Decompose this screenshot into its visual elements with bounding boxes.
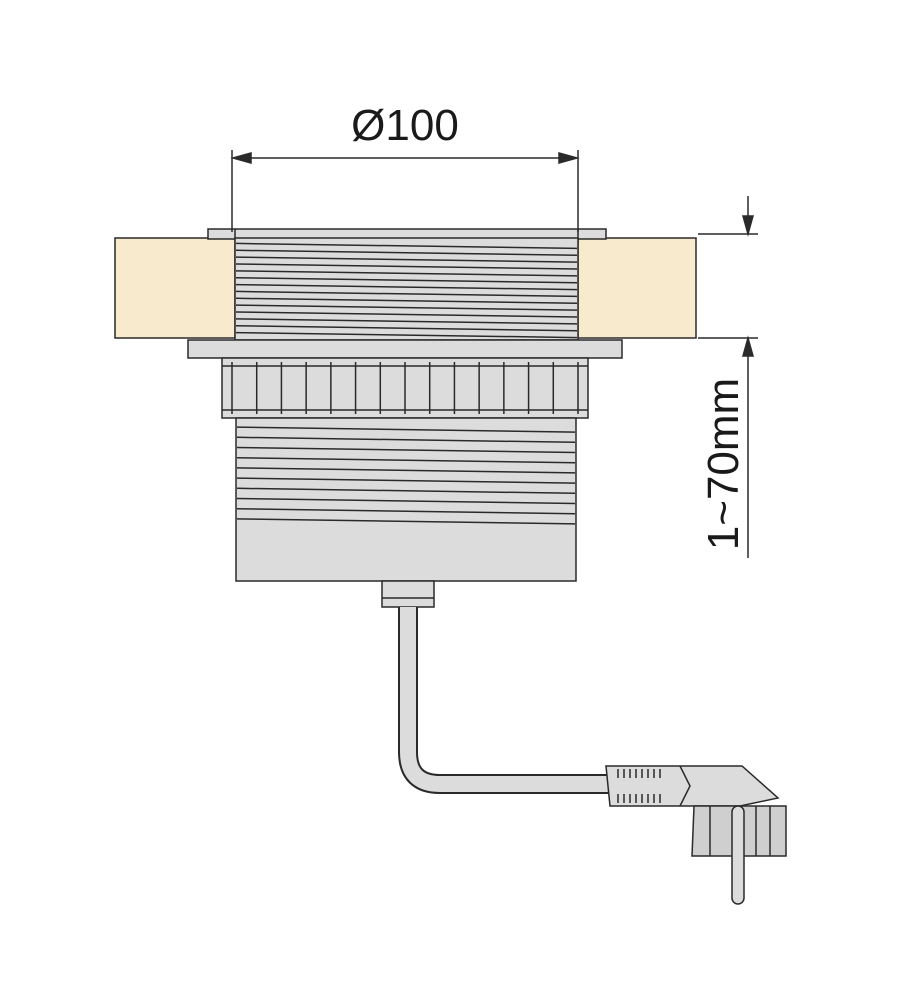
worktop (114, 237, 697, 339)
thread-line (235, 283, 578, 291)
thread-line (236, 497, 576, 505)
thread-line (236, 446, 576, 454)
knurled-nut (221, 357, 589, 419)
plug-pin (731, 805, 745, 905)
thread-line (236, 436, 576, 444)
thread-line (236, 456, 576, 464)
thread-line (235, 290, 578, 298)
upper-threaded-body (234, 237, 579, 341)
thread-line (236, 467, 576, 474)
cable-gland (381, 580, 435, 608)
thread-line (236, 507, 576, 515)
upper-threads (235, 242, 578, 339)
lower-threads (236, 426, 576, 525)
diameter-label: Ø100 (351, 101, 459, 150)
diameter-dimension (230, 150, 580, 232)
thread-line (235, 304, 578, 311)
thread-line (235, 318, 578, 325)
worktop-left (114, 237, 236, 339)
thread-line (235, 249, 578, 257)
thread-line (235, 270, 578, 277)
thickness-dimension (698, 196, 758, 558)
thickness-label: 1~70mm (699, 378, 748, 550)
thread-line (235, 256, 578, 263)
thread-line (235, 276, 578, 284)
thread-line (235, 242, 578, 250)
lower-threaded-body (235, 417, 577, 582)
thread-line (236, 426, 576, 433)
worktop-right (577, 237, 697, 339)
knurl-ridges (222, 362, 588, 414)
flange (187, 339, 623, 359)
plug-grip (617, 769, 661, 803)
thread-line (236, 518, 576, 525)
thread-line (235, 297, 578, 305)
thread-line (235, 263, 578, 270)
thread-line (235, 311, 578, 318)
power-cable (398, 607, 612, 794)
thread-line (236, 477, 576, 484)
thread-line (236, 487, 576, 495)
thread-line (235, 331, 578, 339)
thread-line (235, 324, 578, 332)
angled-plug (605, 765, 787, 905)
